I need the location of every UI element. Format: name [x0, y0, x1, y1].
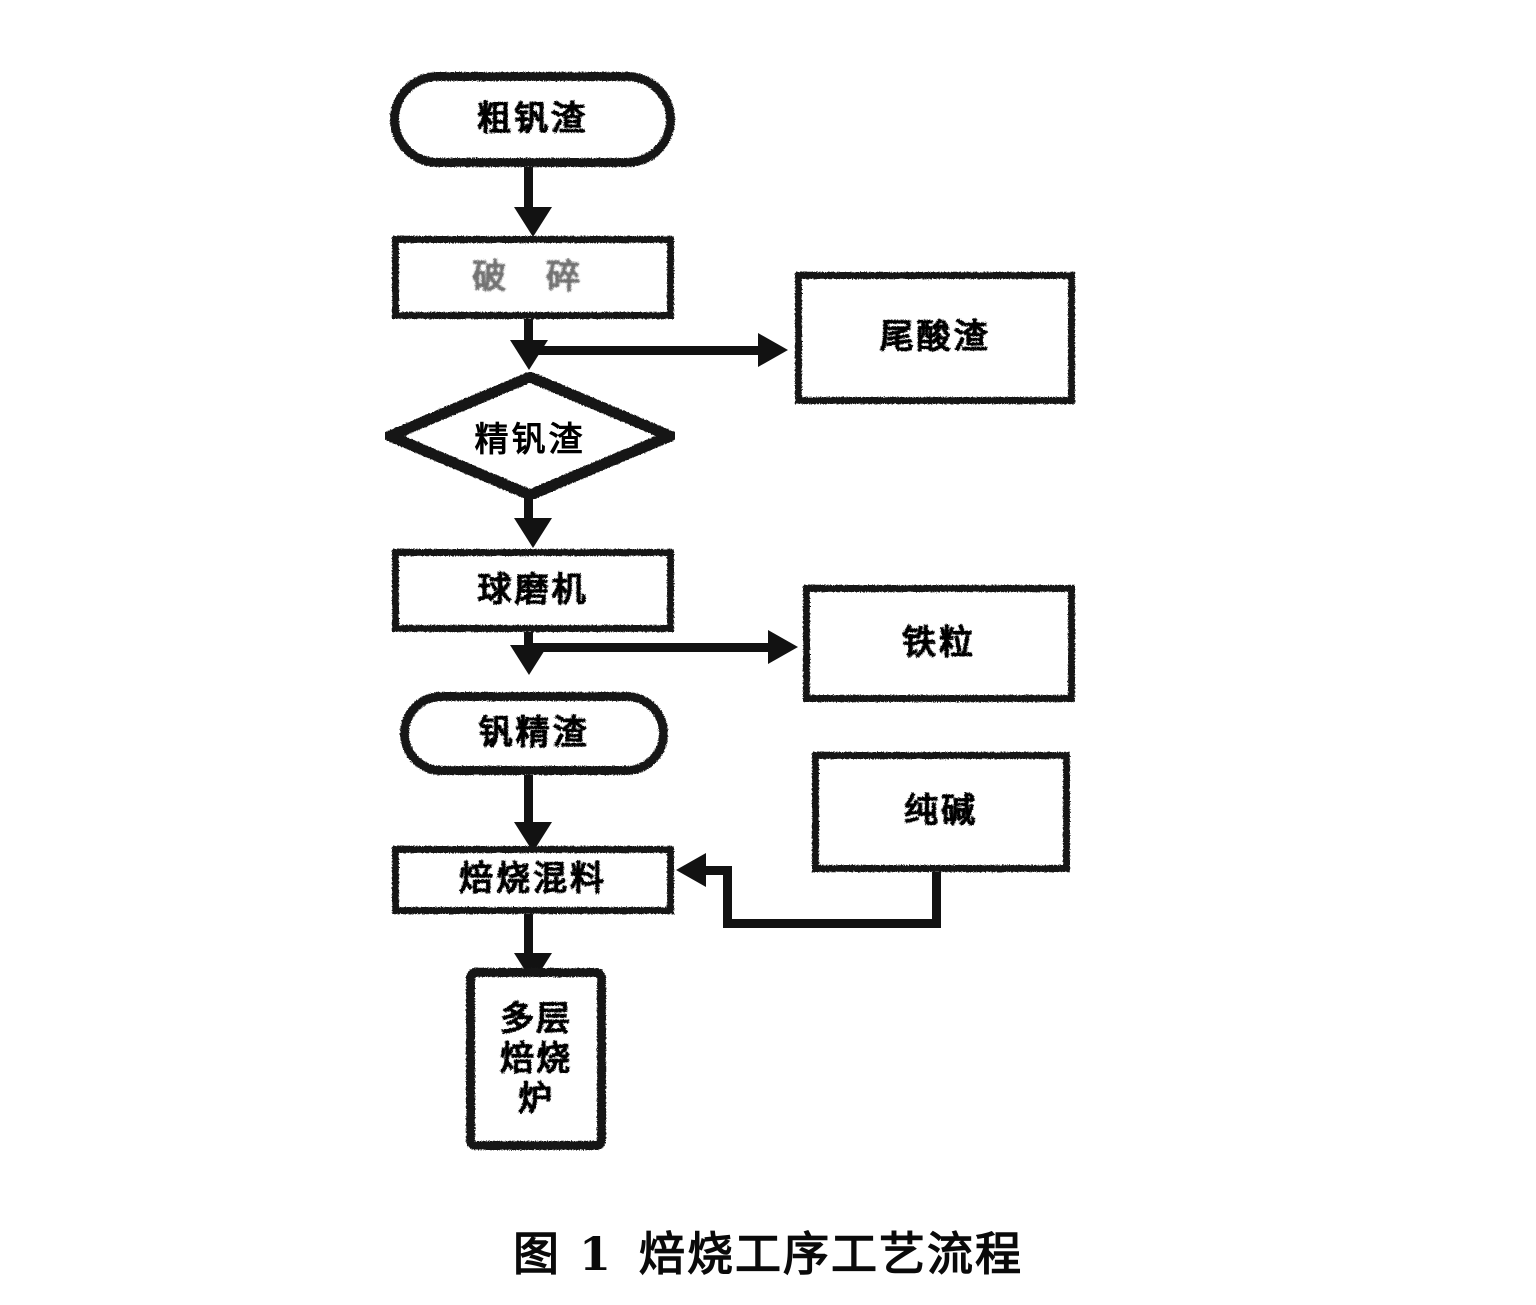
- edge-s3-n6-seg-up: [723, 866, 732, 924]
- edge-n2-n3-arrowhead: [510, 340, 548, 370]
- figure-caption-number: 图 1: [512, 1227, 614, 1281]
- node-soda-ash: 纯碱: [812, 752, 1070, 872]
- figure-caption: 图 1 焙烧工序工艺流程: [0, 1218, 1536, 1284]
- diamond-outline: [385, 372, 675, 500]
- node-label: 球磨机: [477, 569, 589, 610]
- node-multi-hearth-roasting-furnace: 多层 焙烧 炉: [466, 968, 606, 1150]
- edge-n2-s1-line: [524, 346, 764, 355]
- node-label: 多层 焙烧 炉: [500, 998, 572, 1120]
- edge-n6-n7-line: [524, 914, 533, 966]
- node-label: 精钒渣: [474, 419, 586, 460]
- edge-s3-n6-arrowhead: [676, 853, 706, 887]
- edge-n4-s2-arrowhead: [768, 630, 798, 664]
- edge-n2-branch-line: [524, 319, 533, 351]
- node-refined-vanadium-slag: 精钒渣: [385, 372, 675, 500]
- node-coarse-vanadium-slag: 粗钒渣: [390, 72, 675, 167]
- node-label: 焙烧混料: [459, 859, 607, 900]
- node-label: 尾酸渣: [879, 317, 991, 358]
- edge-s3-n6-seg-into-node: [700, 866, 732, 875]
- node-label: 纯碱: [904, 791, 978, 832]
- figure-caption-title: 焙烧工序工艺流程: [639, 1227, 1024, 1281]
- node-ball-mill: 球磨机: [392, 549, 674, 632]
- edge-n5-n6-line: [524, 775, 533, 831]
- node-label: 钒精渣: [478, 712, 590, 753]
- edge-n1-n2-line: [524, 167, 533, 215]
- node-tailing-acid-slag: 尾酸渣: [795, 272, 1075, 404]
- edge-n3-n4-arrowhead: [514, 518, 552, 548]
- edge-s3-n6-seg-left: [723, 919, 941, 928]
- node-roasting-mixture: 焙烧混料: [392, 846, 674, 914]
- node-label: 铁粒: [902, 622, 976, 663]
- node-iron-granules: 铁粒: [803, 585, 1075, 702]
- edge-n1-n2-arrowhead: [514, 207, 552, 237]
- edge-n4-n5-arrowhead: [510, 645, 548, 675]
- edge-n4-s2-line: [524, 643, 774, 652]
- edge-n2-s1-arrowhead: [758, 333, 788, 367]
- node-label: 粗钒渣: [477, 98, 588, 139]
- node-vanadium-concentrate-slag: 钒精渣: [400, 692, 668, 775]
- node-crushing: 破 碎: [392, 236, 674, 319]
- edge-s3-n6-seg-down: [932, 872, 941, 928]
- node-label: 破 碎: [472, 256, 594, 297]
- edge-n3-n4-line: [524, 498, 533, 526]
